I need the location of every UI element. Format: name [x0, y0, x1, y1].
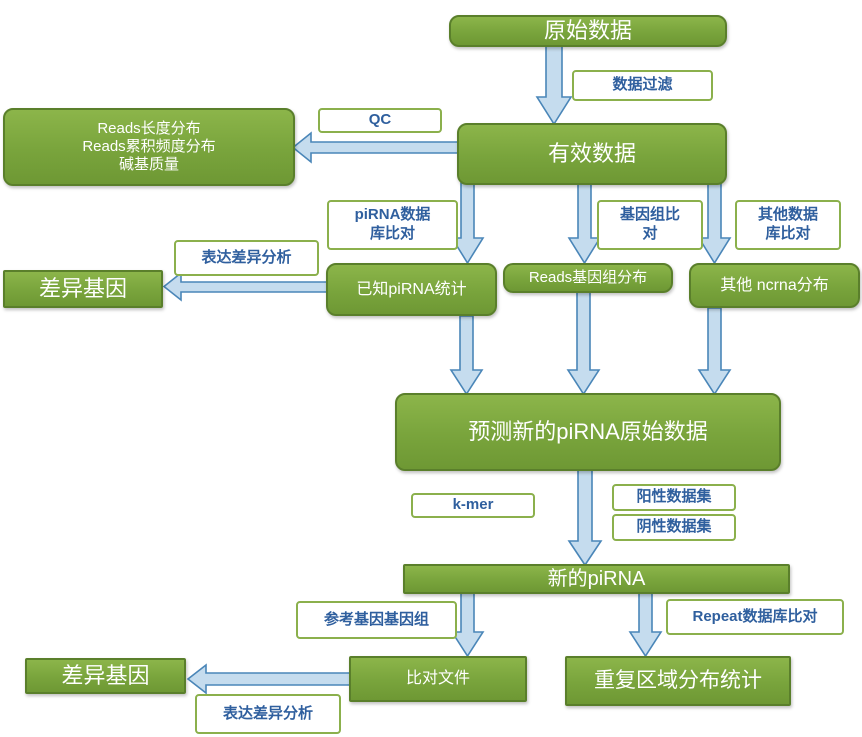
new-pirna-node: 新的piRNA: [403, 564, 790, 594]
arrow-valid-to-reads-genome: [567, 182, 602, 265]
label-other-db-align-line2: 库比对: [765, 225, 811, 242]
arrow-valid-to-qc-results: [291, 131, 459, 164]
arrow-new-pirna-to-repeat: [628, 592, 663, 658]
alignment-file-node: 比对文件: [349, 656, 527, 702]
raw-data-node: 原始数据: [449, 15, 727, 47]
label-genome-align-line2: 对: [642, 225, 658, 242]
arrow-reads-genome-to-predict: [566, 290, 601, 396]
label-kmer: k-mer: [411, 493, 535, 518]
arrow-alignment-to-diff-genes: [186, 663, 351, 695]
label-repeat-db-align-text: Repeat数据库比对: [692, 607, 818, 625]
diff-genes-top-node: 差异基因: [3, 270, 163, 308]
arrow-valid-to-other-ncrna: [697, 182, 732, 265]
predict-new-pirna-node: 预测新的piRNA原始数据: [395, 393, 781, 471]
label-expr-diff-bottom-text: 表达差异分析: [222, 704, 313, 722]
label-pirna-db-align: piRNA数据 库比对: [327, 200, 458, 250]
arrow-valid-to-known-pirna: [450, 182, 485, 265]
label-pirna-db-align-line1: piRNA数据: [354, 206, 431, 224]
reads-genome-text: Reads基因组分布: [528, 269, 648, 286]
qc-result-base-quality: 碱基质量: [118, 156, 179, 173]
diff-genes-bottom-text: 差异基因: [61, 662, 150, 688]
label-negative-set-text: 阴性数据集: [636, 518, 712, 536]
arrow-new-pirna-to-alignment: [450, 592, 485, 658]
alignment-file-text: 比对文件: [405, 670, 470, 688]
label-expr-diff-top: 表达差异分析: [174, 240, 319, 276]
arrow-known-to-diff-genes: [162, 271, 329, 302]
label-other-db-align: 其他数据 库比对: [735, 200, 841, 250]
label-expr-diff-top-text: 表达差异分析: [201, 248, 292, 266]
label-data-filter: 数据过滤: [572, 70, 713, 101]
reads-genome-node: Reads基因组分布: [503, 263, 673, 293]
diff-genes-bottom-node: 差异基因: [25, 658, 186, 694]
qc-results-node: Reads长度分布 Reads累积频度分布 碱基质量: [3, 108, 295, 186]
label-ref-genome: 参考基因基因组: [296, 601, 457, 639]
new-pirna-text: 新的piRNA: [547, 568, 646, 590]
diff-genes-top-text: 差异基因: [38, 275, 127, 301]
label-qc: QC: [318, 108, 442, 133]
label-kmer-text: k-mer: [452, 496, 494, 514]
valid-data-node: 有效数据: [457, 123, 727, 185]
arrow-raw-to-valid: [535, 45, 573, 126]
arrow-known-to-predict: [449, 315, 484, 396]
label-data-filter-text: 数据过滤: [612, 76, 673, 94]
label-positive-set-text: 阳性数据集: [636, 488, 712, 506]
repeat-stats-text: 重复区域分布统计: [594, 669, 762, 693]
valid-data-text: 有效数据: [547, 140, 636, 166]
known-pirna-node: 已知piRNA统计: [326, 263, 497, 316]
arrow-predict-to-new-pirna: [567, 469, 603, 567]
label-negative-set: 阴性数据集: [612, 514, 736, 541]
label-other-db-align-line1: 其他数据: [757, 206, 818, 224]
qc-result-read-length: Reads长度分布: [97, 120, 201, 137]
other-ncrna-text: 其他 ncrna分布: [720, 276, 829, 294]
repeat-stats-node: 重复区域分布统计: [565, 656, 791, 706]
label-expr-diff-bottom: 表达差异分析: [195, 694, 341, 734]
raw-data-text: 原始数据: [543, 17, 632, 43]
label-qc-text: QC: [368, 111, 392, 129]
qc-result-cumulative-freq: Reads累积频度分布: [82, 138, 216, 155]
label-repeat-db-align: Repeat数据库比对: [666, 599, 844, 635]
arrow-other-to-predict: [697, 307, 732, 396]
other-ncrna-node: 其他 ncrna分布: [689, 263, 860, 308]
known-pirna-text: 已知piRNA统计: [356, 280, 467, 298]
label-genome-align: 基因组比 对: [597, 200, 703, 250]
predict-new-pirna-text: 预测新的piRNA原始数据: [468, 418, 708, 444]
label-genome-align-line1: 基因组比: [619, 206, 680, 224]
label-positive-set: 阳性数据集: [612, 484, 736, 511]
label-pirna-db-align-line2: 库比对: [369, 225, 415, 242]
label-ref-genome-text: 参考基因基因组: [323, 610, 429, 628]
